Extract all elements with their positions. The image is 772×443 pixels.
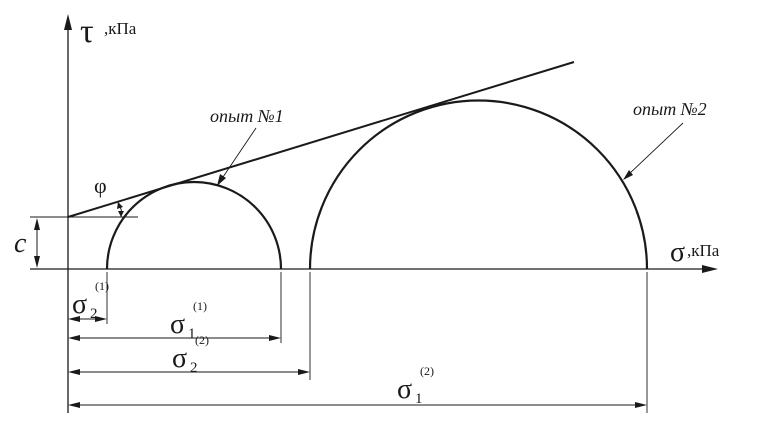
test2-leader [627, 122, 684, 176]
cohesion-arrow-bottom [34, 256, 40, 268]
phi-arrow-bottom [118, 211, 124, 217]
test1-leader [220, 127, 257, 181]
test1-label: опыт №1 [210, 106, 284, 126]
svg-text:σ: σ [397, 374, 412, 405]
label-s1-1: σ 1 (1) [170, 299, 207, 342]
phi-label: φ [94, 173, 107, 198]
test2-label: опыт №2 [633, 99, 707, 119]
svg-text:(1): (1) [95, 279, 109, 293]
phi-arrow-top [117, 202, 123, 209]
dimension-s2-1 [68, 316, 107, 322]
svg-text:σ: σ [170, 309, 185, 340]
dimension-s1-2 [68, 402, 647, 408]
svg-text:σ: σ [72, 289, 87, 320]
mohr-circle-test2 [308, 99, 649, 270]
failure-envelope [67, 61, 575, 218]
sigma-unit: ,кПа [687, 241, 720, 260]
sigma-axis-arrow [702, 265, 718, 273]
svg-text:σ: σ [172, 343, 187, 374]
test2-leader-arrow [623, 170, 633, 180]
svg-text:(2): (2) [420, 364, 434, 378]
test1-leader-arrow [217, 174, 226, 186]
label-s2-2: σ 2 (2) [172, 333, 209, 376]
mohr-circle-test1 [105, 180, 283, 270]
dimension-s1-1 [68, 335, 281, 341]
svg-text:2: 2 [90, 306, 98, 322]
tau-axis-arrow [64, 14, 72, 30]
svg-text:2: 2 [190, 360, 198, 376]
tau-unit: ,кПа [104, 19, 137, 38]
dimension-s2-2 [68, 369, 310, 375]
cohesion-arrow-top [34, 218, 40, 230]
svg-text:1: 1 [188, 326, 196, 342]
sigma-symbol: σ [670, 237, 685, 268]
label-s2-1: σ 2 (1) [72, 279, 109, 322]
cohesion-label: c [14, 228, 27, 259]
tau-symbol: τ [80, 13, 94, 50]
svg-text:1: 1 [415, 391, 423, 407]
label-s1-2: σ 1 (2) [397, 364, 434, 407]
svg-text:(1): (1) [193, 299, 207, 313]
svg-text:(2): (2) [195, 333, 209, 347]
